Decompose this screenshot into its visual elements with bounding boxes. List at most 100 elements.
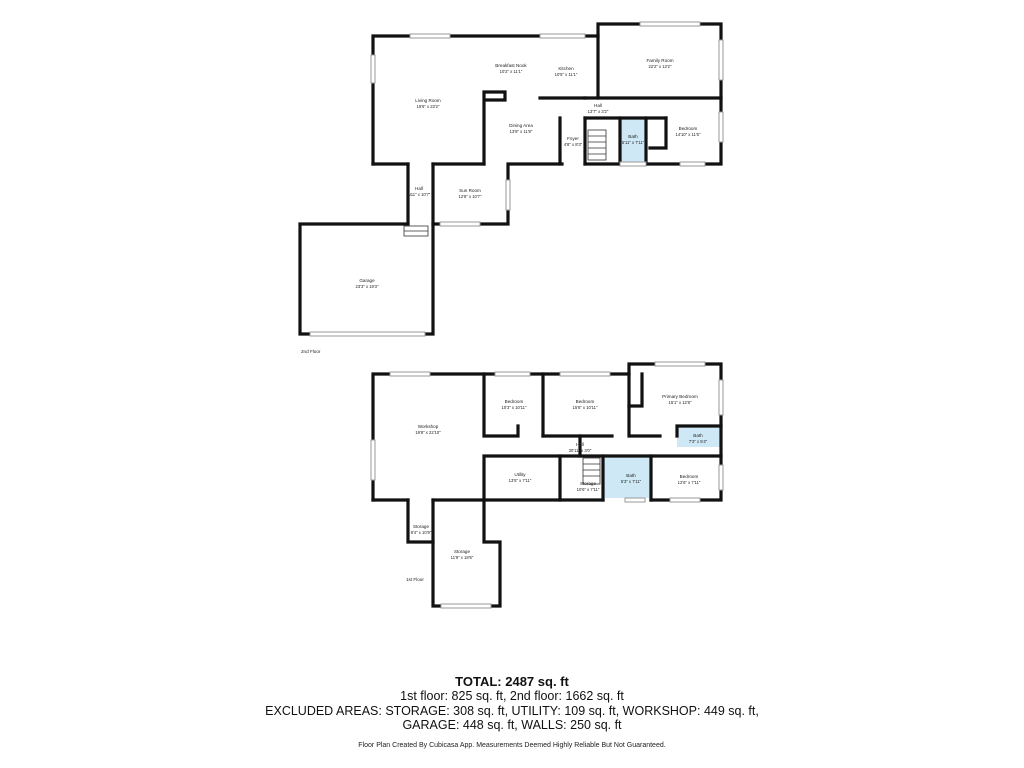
window: [494, 371, 531, 377]
window: [679, 161, 706, 167]
room-dim: 30'11" x 3'0": [569, 448, 592, 453]
storage-b-wall: [431, 498, 502, 608]
excluded-areas-cont: GARAGE: 448 sq. ft, WALLS: 250 sq. ft: [402, 718, 622, 732]
room-dim: 15'1" x 12'8": [669, 400, 692, 405]
lower-floor-plan: Workshop 19'8" x 22'10" Bedroom 10'3" x …: [370, 361, 724, 609]
room-name: Sun Room: [459, 188, 481, 193]
disclaimer: Floor Plan Created By Cubicasa App. Meas…: [358, 742, 666, 749]
room-dim: 23'3" x 19'3": [356, 284, 379, 289]
stairs-lower: [582, 457, 601, 485]
garage-wall: [298, 222, 435, 336]
room-name: Living Room: [415, 98, 441, 103]
room-name: Hall: [594, 103, 602, 108]
room-name: Foyer: [567, 136, 579, 141]
window: [409, 33, 451, 39]
bath-lower-b-fill: [603, 456, 651, 498]
upper-outer-wall: [371, 22, 723, 166]
garage-steps: [403, 225, 429, 237]
room-dim: 10'2" x 11'1": [500, 69, 523, 74]
window: [718, 111, 724, 143]
room-dim: 12'6" x 7'11": [678, 480, 701, 485]
room-name: Bedroom: [505, 399, 524, 404]
room-dim: 11'9" x 18'6": [451, 555, 474, 560]
room-name: Storage: [580, 481, 597, 486]
window: [669, 497, 701, 503]
room-dim: 10'6" x 7'11": [577, 487, 600, 492]
room-dim: 5'3" x 7'11": [621, 479, 642, 484]
window: [639, 21, 701, 27]
room-name: Bath: [628, 134, 638, 139]
room-dim: 8'4" x 10'9": [411, 530, 432, 535]
room-dim: 22'2" x 13'2": [649, 64, 672, 69]
window: [370, 439, 376, 481]
room-name: Workshop: [418, 424, 439, 429]
room-dim: 10'5" x 11'1": [555, 72, 578, 77]
room-name: Utility: [514, 472, 526, 477]
garage-door: [309, 331, 426, 337]
family-room-wall: [583, 34, 600, 100]
room-name: Bedroom: [576, 399, 595, 404]
window: [559, 371, 611, 377]
excluded-areas: EXCLUDED AREAS: STORAGE: 308 sq. ft, UTI…: [265, 703, 759, 718]
room-name: Hall: [415, 186, 423, 191]
window: [718, 464, 724, 491]
storage-a-wall: [406, 498, 435, 544]
stairs-upper: [587, 129, 607, 161]
bedroom-a-wall: [482, 372, 520, 438]
bath-upper-fill: [620, 118, 646, 164]
room-name: Hall: [576, 442, 584, 447]
storage-wall: [558, 454, 605, 502]
room-dim: 15'6" x 10'11": [573, 405, 598, 410]
lower-outer-wall: [371, 362, 723, 502]
room-dim: 19'6" x 23'2": [417, 104, 440, 109]
floor-plan-diagram: Living Room 19'6" x 23'2" Breakfast Nook…: [298, 21, 724, 609]
room-name: Family Room: [646, 58, 673, 63]
room-name: Bath: [626, 473, 636, 478]
room-dim: 4'8" x 8'3": [564, 142, 583, 147]
floor-label-lower: 1st Floor: [406, 577, 424, 582]
room-name: Storage: [454, 549, 471, 554]
sun-room-wall: [431, 162, 564, 226]
area-summary: TOTAL: 2487 sq. ft 1st floor: 825 sq. ft…: [0, 674, 1024, 733]
bath-a-wall: [675, 424, 723, 438]
room-name: Bedroom: [680, 474, 699, 479]
window: [718, 39, 724, 81]
window: [624, 497, 646, 503]
bedroom-closet-wall: [648, 116, 668, 150]
total-area: TOTAL: 2487 sq. ft: [455, 674, 569, 689]
room-name: Bath: [693, 433, 703, 438]
closet-wall: [627, 372, 644, 408]
room-name: Garage: [359, 278, 375, 283]
room-dim: 7'3" x 5'4": [689, 439, 708, 444]
room-name: Bedroom: [679, 126, 698, 131]
window: [505, 179, 511, 211]
room-dim: 19'8" x 22'10": [415, 430, 441, 435]
floor-areas: 1st floor: 825 sq. ft, 2nd floor: 1662 s…: [400, 689, 624, 703]
room-dim: 13'7" x 3'2": [588, 109, 609, 114]
room-name: Kitchen: [558, 66, 574, 71]
window: [439, 221, 481, 227]
window: [539, 33, 586, 39]
bath-lower-a-fill: [677, 426, 720, 447]
room-dim: 14'10" x 11'5": [676, 132, 701, 137]
room-dim: 10'3" x 10'11": [502, 405, 527, 410]
room-dim: 13'9" x 11'8": [510, 129, 533, 134]
primary-wall-left: [627, 372, 662, 438]
window: [370, 54, 376, 84]
room-name: Breakfast Nook: [495, 63, 527, 68]
window: [440, 603, 492, 609]
window: [389, 371, 431, 377]
room-dim: N11" x 10'7": [408, 192, 431, 197]
window: [718, 379, 724, 416]
room-dim: 5'11" x 7'11": [622, 140, 645, 145]
room-name: Storage: [413, 524, 430, 529]
window: [654, 361, 706, 367]
window: [619, 161, 647, 167]
room-name: Dining Area: [509, 123, 533, 128]
room-dim: 12'8" x 10'7": [459, 194, 482, 199]
upper-floor-plan: Living Room 19'6" x 23'2" Breakfast Nook…: [298, 21, 724, 354]
dining-wall: [482, 90, 507, 166]
room-name: Primary Bedroom: [662, 394, 698, 399]
room-dim: 13'5" x 7'11": [509, 478, 532, 483]
floor-label-upper: 2nd Floor: [301, 349, 321, 354]
